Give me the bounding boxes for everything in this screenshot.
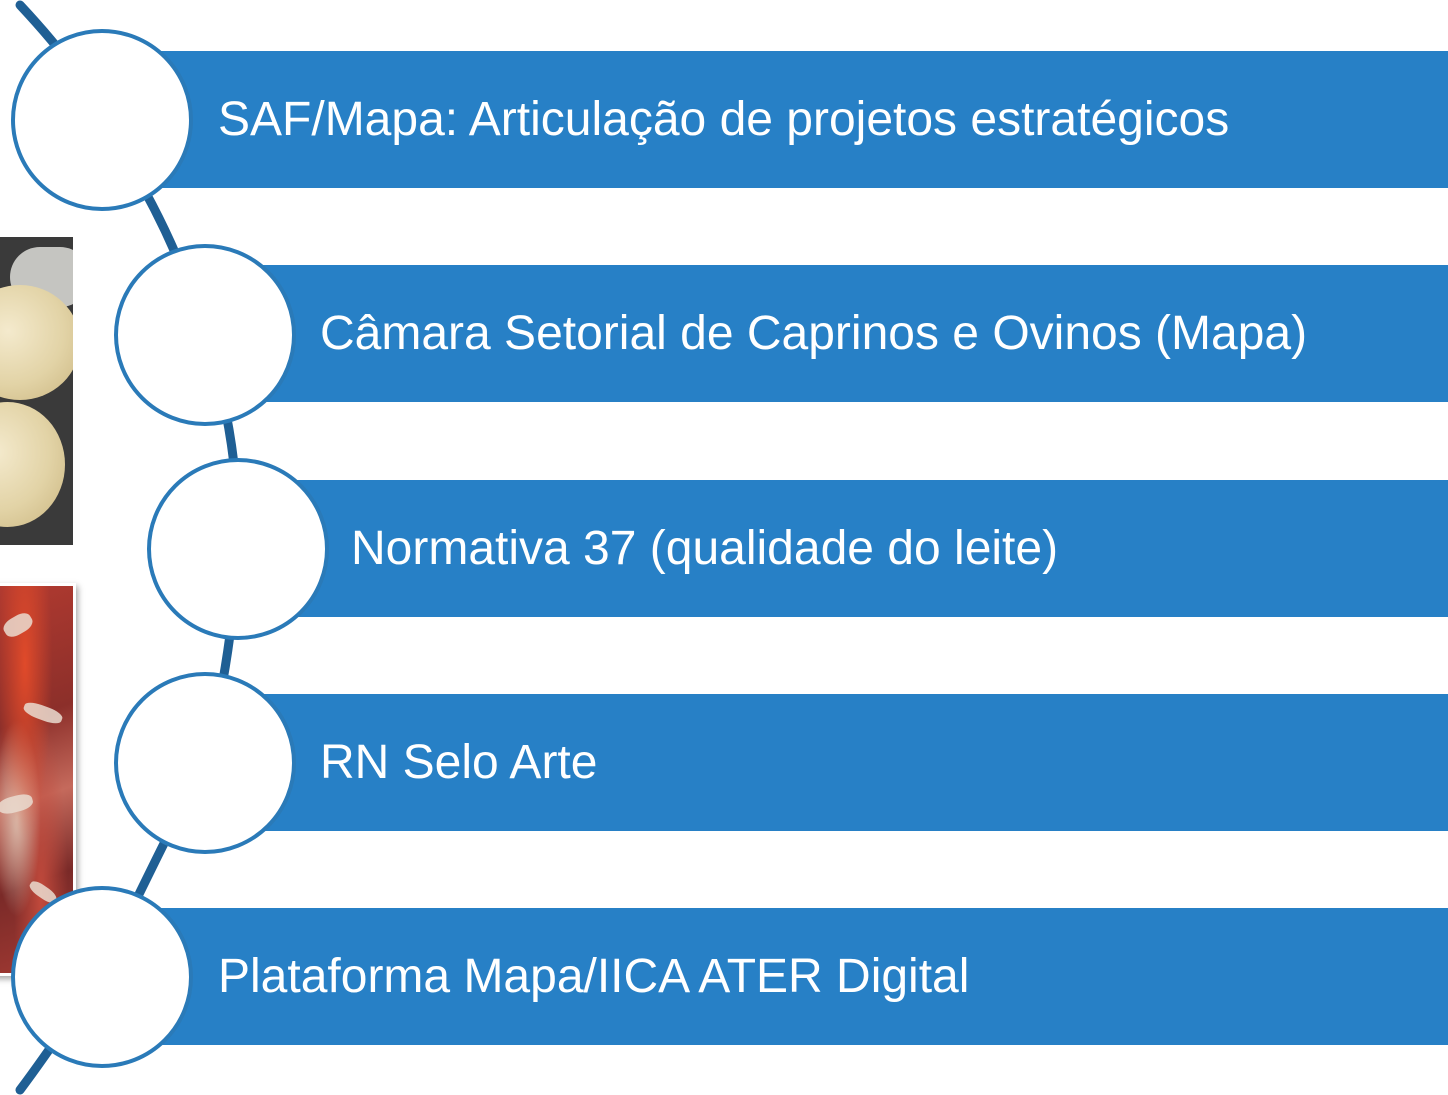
step-label-4: RN Selo Arte [320,736,598,789]
step-label-5: Plataforma Mapa/IICA ATER Digital [218,950,970,1003]
step-bar-3: Normativa 37 (qualidade do leite) [238,480,1448,617]
step-bar-5: Plataforma Mapa/IICA ATER Digital [100,908,1448,1045]
step-node-2 [114,244,296,426]
step-bar-1: SAF/Mapa: Articulação de projetos estrat… [100,51,1448,188]
step-node-4 [114,672,296,854]
step-node-5 [11,886,193,1068]
step-bar-2: Câmara Setorial de Caprinos e Ovinos (Ma… [205,265,1448,402]
step-node-3 [147,458,329,640]
step-bar-4: RN Selo Arte [205,694,1448,831]
step-label-1: SAF/Mapa: Articulação de projetos estrat… [218,93,1230,146]
step-label-3: Normativa 37 (qualidade do leite) [351,522,1059,575]
step-label-2: Câmara Setorial de Caprinos e Ovinos (Ma… [320,307,1308,360]
step-node-1 [11,29,193,211]
cheese-photo [0,237,73,545]
